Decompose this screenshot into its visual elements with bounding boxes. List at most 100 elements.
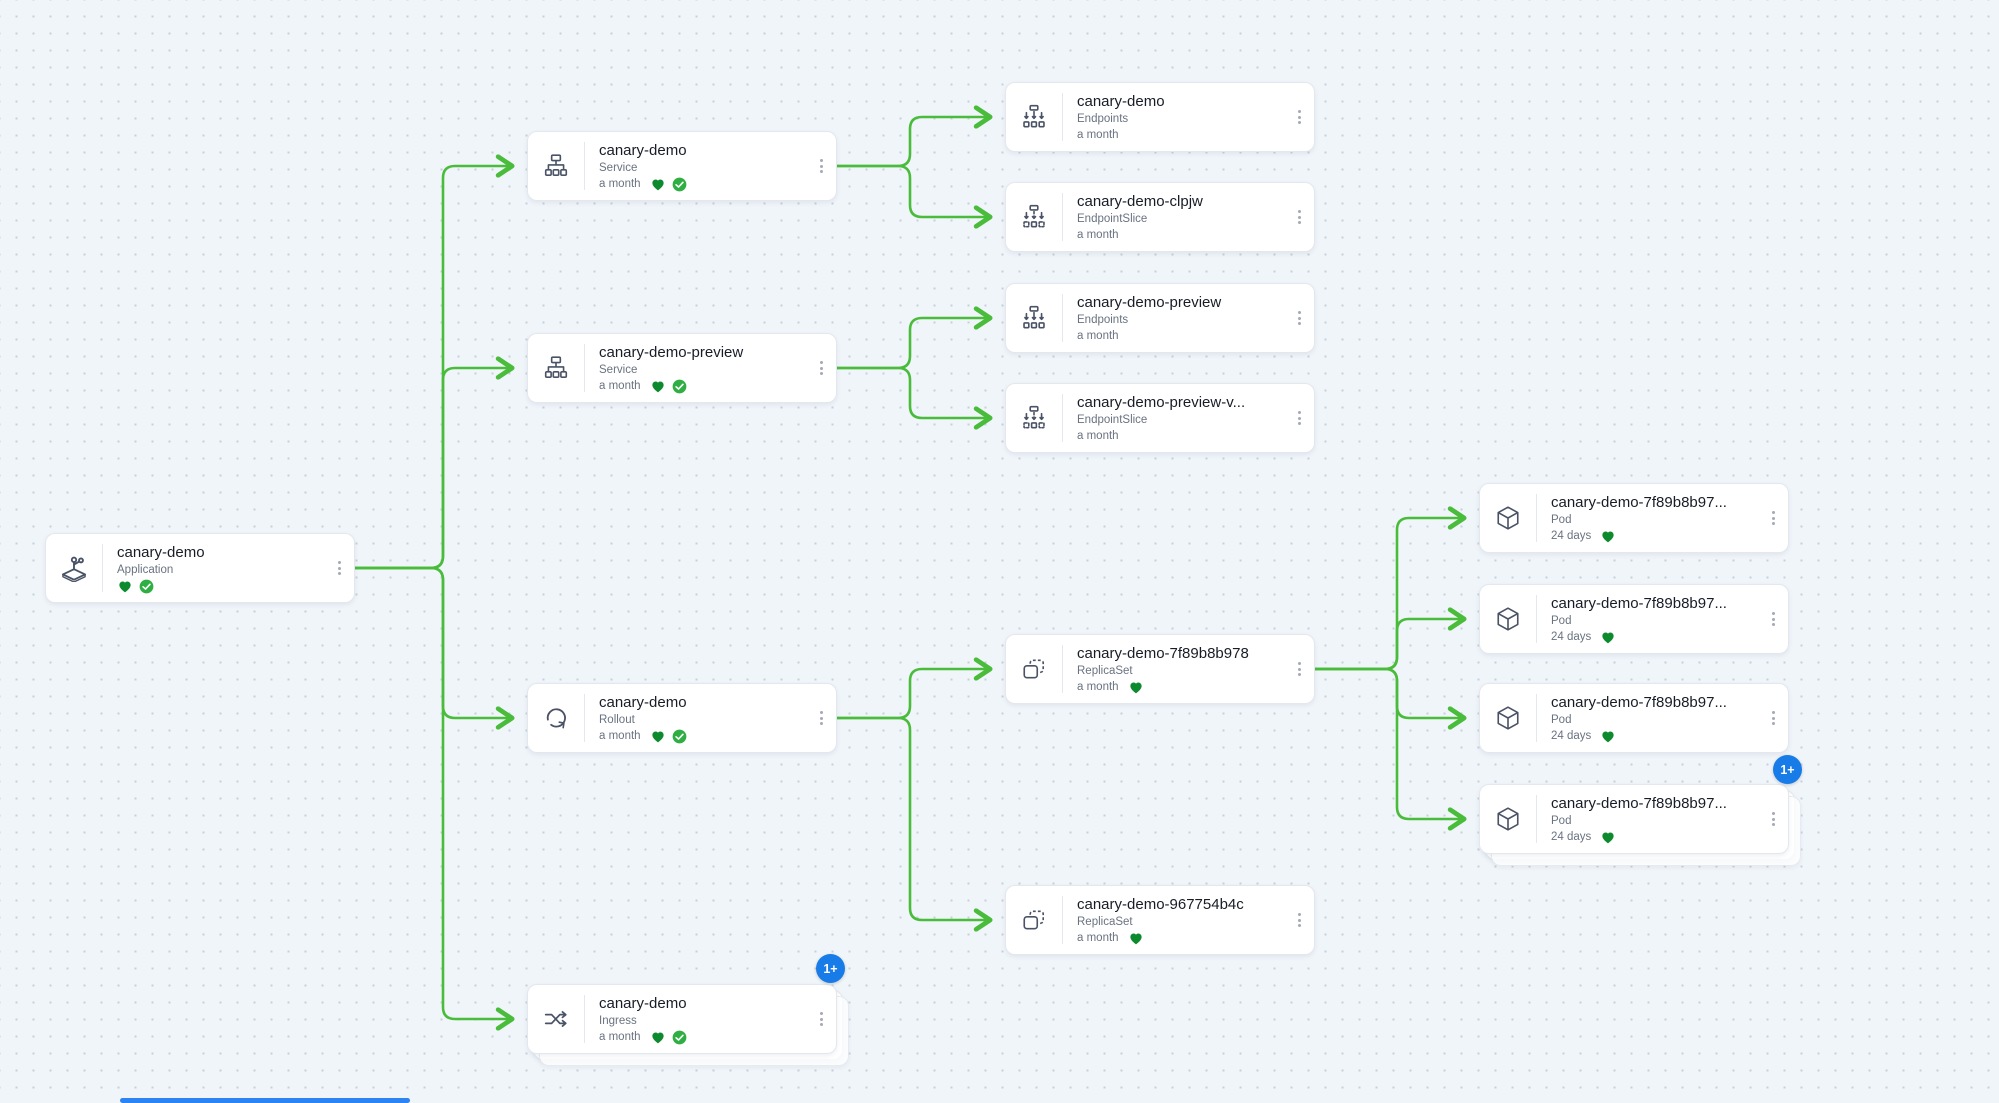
node-age: a month bbox=[599, 177, 641, 190]
node-age: a month bbox=[599, 379, 641, 392]
node-title: canary-demo bbox=[599, 693, 687, 711]
node-title: canary-demo-967754b4c bbox=[1077, 895, 1244, 913]
card-divider bbox=[1062, 394, 1063, 442]
kebab-menu-icon[interactable] bbox=[1294, 909, 1305, 931]
card-divider bbox=[584, 142, 585, 190]
node-kind: Pod bbox=[1551, 614, 1572, 627]
endpointslice-icon bbox=[1006, 183, 1062, 251]
node-endpoints-canary-demo[interactable]: canary-demo Endpoints a month bbox=[1005, 82, 1315, 152]
node-kind: Pod bbox=[1551, 713, 1572, 726]
synced-check-icon bbox=[139, 579, 154, 593]
kebab-menu-icon[interactable] bbox=[1294, 106, 1305, 128]
more-resources-badge[interactable]: 1+ bbox=[816, 954, 845, 983]
kebab-menu-icon[interactable] bbox=[1768, 507, 1779, 529]
card-divider bbox=[1062, 193, 1063, 241]
heart-icon bbox=[1602, 731, 1614, 742]
node-title: canary-demo-7f89b8b978 bbox=[1077, 644, 1249, 662]
node-application-canary-demo[interactable]: canary-demo Application bbox=[45, 533, 355, 603]
kebab-menu-icon[interactable] bbox=[1294, 206, 1305, 228]
pod-icon bbox=[1480, 585, 1536, 653]
node-ingress-canary-demo[interactable]: canary-demo Ingress a month bbox=[527, 984, 837, 1054]
node-age: 24 days bbox=[1551, 630, 1592, 643]
node-service-canary-demo-preview[interactable]: canary-demo-preview Service a month bbox=[527, 333, 837, 403]
rollout-icon bbox=[528, 684, 584, 752]
node-title: canary-demo-7f89b8b97... bbox=[1551, 493, 1727, 511]
node-age: a month bbox=[1077, 228, 1119, 241]
node-title: canary-demo bbox=[1077, 92, 1165, 110]
node-title: canary-demo-preview-v... bbox=[1077, 393, 1246, 411]
heart-icon bbox=[651, 381, 664, 392]
node-age: a month bbox=[1077, 680, 1119, 693]
card-divider bbox=[584, 344, 585, 392]
card-divider bbox=[1062, 645, 1063, 693]
node-pod-canary-demo-2[interactable]: canary-demo-7f89b8b97... Pod 24 days bbox=[1479, 584, 1789, 654]
node-kind: EndpointSlice bbox=[1077, 212, 1148, 225]
node-replicaset-canary-demo-967754b4c[interactable]: canary-demo-967754b4c ReplicaSet a month bbox=[1005, 885, 1315, 955]
node-kind: Ingress bbox=[599, 1014, 637, 1027]
card-divider bbox=[1062, 93, 1063, 141]
node-age: 24 days bbox=[1551, 729, 1592, 742]
node-endpointslice-canary-demo-clpjw[interactable]: canary-demo-clpjw EndpointSlice a month bbox=[1005, 182, 1315, 252]
heart-icon bbox=[651, 1032, 664, 1043]
heart-icon bbox=[1129, 933, 1142, 944]
node-kind: Endpoints bbox=[1077, 313, 1129, 326]
kebab-menu-icon[interactable] bbox=[1768, 608, 1779, 630]
node-replicaset-canary-demo-7f89b8b978[interactable]: canary-demo-7f89b8b978 ReplicaSet a mont… bbox=[1005, 634, 1315, 704]
card-divider bbox=[1536, 795, 1537, 843]
pod-icon bbox=[1480, 484, 1536, 552]
card-divider bbox=[584, 694, 585, 742]
synced-check-icon bbox=[672, 379, 686, 393]
heart-icon bbox=[651, 179, 664, 190]
more-resources-badge[interactable]: 1+ bbox=[1773, 755, 1802, 784]
node-title: canary-demo-preview bbox=[599, 343, 744, 361]
node-kind: ReplicaSet bbox=[1077, 915, 1133, 928]
kebab-menu-icon[interactable] bbox=[1768, 707, 1779, 729]
heart-icon bbox=[1602, 632, 1614, 643]
node-title: canary-demo bbox=[599, 141, 687, 159]
node-age: a month bbox=[1077, 329, 1119, 342]
node-endpoints-canary-demo-preview[interactable]: canary-demo-preview Endpoints a month bbox=[1005, 283, 1315, 353]
node-kind: Endpoints bbox=[1077, 112, 1129, 125]
kebab-menu-icon[interactable] bbox=[1294, 658, 1305, 680]
node-service-canary-demo[interactable]: canary-demo Service a month bbox=[527, 131, 837, 201]
node-pod-canary-demo-3[interactable]: canary-demo-7f89b8b97... Pod 24 days bbox=[1479, 683, 1789, 753]
kebab-menu-icon[interactable] bbox=[816, 357, 827, 379]
card-divider bbox=[1536, 595, 1537, 643]
node-kind: Service bbox=[599, 363, 638, 376]
kebab-menu-icon[interactable] bbox=[1294, 307, 1305, 329]
node-title: canary-demo-preview bbox=[1077, 293, 1222, 311]
kebab-menu-icon[interactable] bbox=[816, 155, 827, 177]
node-age: 24 days bbox=[1551, 529, 1592, 542]
card-divider bbox=[102, 544, 103, 592]
node-kind: EndpointSlice bbox=[1077, 413, 1148, 426]
node-kind: Pod bbox=[1551, 814, 1572, 827]
pod-icon bbox=[1480, 684, 1536, 752]
node-title: canary-demo-clpjw bbox=[1077, 192, 1203, 210]
kebab-menu-icon[interactable] bbox=[334, 557, 345, 579]
kebab-menu-icon[interactable] bbox=[1768, 808, 1779, 830]
node-pod-canary-demo-1[interactable]: canary-demo-7f89b8b97... Pod 24 days bbox=[1479, 483, 1789, 553]
node-kind: ReplicaSet bbox=[1077, 664, 1133, 677]
ingress-icon bbox=[528, 985, 584, 1053]
horizontal-scrollbar[interactable] bbox=[120, 1098, 410, 1103]
card-divider bbox=[1062, 294, 1063, 342]
node-age: a month bbox=[1077, 128, 1119, 141]
replicaset-icon bbox=[1006, 886, 1062, 954]
service-icon bbox=[528, 132, 584, 200]
node-kind: Pod bbox=[1551, 513, 1572, 526]
node-endpointslice-canary-demo-preview[interactable]: canary-demo-preview-v... EndpointSlice a… bbox=[1005, 383, 1315, 453]
node-pod-canary-demo-4[interactable]: canary-demo-7f89b8b97... Pod 24 days bbox=[1479, 784, 1789, 854]
heart-icon bbox=[651, 731, 664, 742]
heart-icon bbox=[1129, 682, 1142, 693]
replicaset-icon bbox=[1006, 635, 1062, 703]
node-title: canary-demo bbox=[599, 994, 687, 1012]
synced-check-icon bbox=[672, 1030, 686, 1044]
endpoints-icon bbox=[1006, 284, 1062, 352]
node-age: a month bbox=[599, 729, 641, 742]
node-kind: Service bbox=[599, 161, 638, 174]
node-title: canary-demo bbox=[117, 543, 205, 561]
kebab-menu-icon[interactable] bbox=[816, 707, 827, 729]
kebab-menu-icon[interactable] bbox=[1294, 407, 1305, 429]
node-rollout-canary-demo[interactable]: canary-demo Rollout a month bbox=[527, 683, 837, 753]
kebab-menu-icon[interactable] bbox=[816, 1008, 827, 1030]
